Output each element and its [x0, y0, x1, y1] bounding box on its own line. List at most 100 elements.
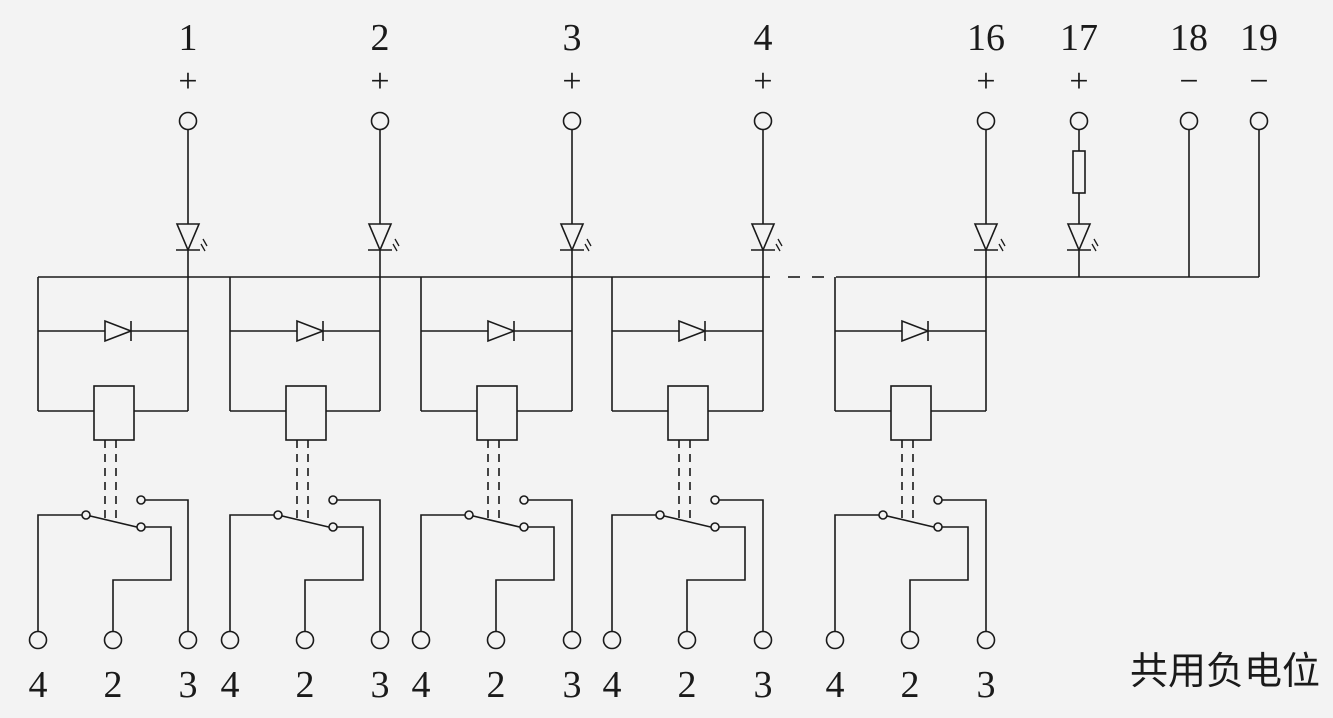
contact-wire-2 — [495, 526, 555, 640]
switch-pivot — [273, 510, 283, 520]
polarity-label: + — [562, 63, 581, 100]
bottom-terminal-circle — [295, 630, 315, 650]
terminal-number-label: 16 — [967, 17, 1005, 59]
led-ray — [1000, 238, 1006, 247]
contact-number-label: 4 — [826, 664, 845, 706]
switch-pivot — [878, 510, 888, 520]
switch-blade — [468, 514, 529, 530]
top-terminal-17: 17 + — [1060, 17, 1099, 277]
bottom-terminal-circle — [486, 630, 506, 650]
led-ray — [777, 238, 783, 247]
contact-closed — [328, 522, 338, 532]
led-triangle — [559, 223, 585, 253]
caption-common-negative: 共用负电位 — [1130, 649, 1320, 693]
contact-wire-4 — [611, 514, 660, 640]
bottom-terminal-circle — [103, 630, 123, 650]
led-ray — [775, 243, 781, 252]
led-ray — [1093, 238, 1099, 247]
top-terminal-1: 1+ — [175, 17, 208, 411]
led-icon — [750, 223, 783, 253]
led-triangle — [1066, 223, 1092, 253]
contact-open — [136, 495, 146, 505]
led-icon — [367, 223, 400, 253]
terminal-circle — [1249, 111, 1269, 131]
contact-closed — [519, 522, 529, 532]
contact-closed — [710, 522, 720, 532]
terminal-circle — [1069, 111, 1089, 131]
contact-number-label: 2 — [487, 664, 506, 706]
top-terminals: 1+2+3+4+16+17+18−19− — [175, 17, 1278, 411]
relay-coil — [890, 385, 932, 441]
bottom-terminal-circle — [28, 630, 48, 650]
bottom-terminal-circle — [220, 630, 240, 650]
contact-wire-4 — [37, 514, 86, 640]
contact-closed — [136, 522, 146, 532]
terminal-circle — [562, 111, 582, 131]
contact-open — [710, 495, 720, 505]
top-terminal-18: 18 − — [1170, 17, 1208, 277]
polarity-label: + — [753, 63, 772, 100]
contact-wire-2 — [112, 526, 172, 640]
contact-number-label: 3 — [179, 664, 198, 706]
bottom-terminal-circle — [677, 630, 697, 650]
contact-wire-3 — [333, 499, 381, 640]
led-ray — [1091, 243, 1097, 252]
led-ray — [586, 238, 592, 247]
led-icon — [973, 223, 1006, 253]
relay-coil — [93, 385, 135, 441]
diode-icon — [296, 319, 326, 343]
bottom-terminal-circle — [411, 630, 431, 650]
contact-number-label: 4 — [603, 664, 622, 706]
switch-blade — [85, 514, 146, 530]
switch-pivot — [464, 510, 474, 520]
led-icon — [175, 223, 208, 253]
led-triangle — [973, 223, 999, 253]
polarity-label: + — [370, 63, 389, 100]
relay-coil — [285, 385, 327, 441]
contact-number-label: 4 — [29, 664, 48, 706]
top-terminal-2: 2+ — [367, 17, 400, 411]
terminal-number-label: 19 — [1240, 17, 1278, 59]
contact-wire-4 — [229, 514, 278, 640]
contact-wire-2 — [909, 526, 969, 640]
top-terminal-4: 4+ — [750, 17, 783, 411]
top-terminal-16: 16 + — [967, 17, 1006, 411]
terminal-number-label: 3 — [563, 17, 582, 59]
contact-wire-3 — [524, 499, 573, 640]
led-triangle — [175, 223, 201, 253]
bottom-terminal-circle — [825, 630, 845, 650]
polarity-label: − — [1249, 63, 1268, 100]
terminal-number-label: 4 — [754, 17, 773, 59]
led-ray — [584, 243, 590, 252]
polarity-label: − — [1179, 63, 1198, 100]
contact-number-label: 2 — [678, 664, 697, 706]
polarity-label: + — [1069, 63, 1088, 100]
contact-number-label: 3 — [371, 664, 390, 706]
relay-module: 4 2 3 — [603, 277, 773, 706]
terminal-circle — [753, 111, 773, 131]
diode-icon — [678, 319, 708, 343]
terminal-circle — [178, 111, 198, 131]
terminal-number-label: 18 — [1170, 17, 1208, 59]
resistor-icon — [1072, 150, 1086, 194]
led-ray — [200, 243, 206, 252]
contact-number-label: 3 — [977, 664, 996, 706]
polarity-label: + — [976, 63, 995, 100]
diode-icon — [901, 319, 931, 343]
led-ray — [998, 243, 1004, 252]
diode-icon — [104, 319, 134, 343]
bottom-terminal-circle — [562, 630, 582, 650]
terminal-number-label: 17 — [1060, 17, 1098, 59]
switch-blade — [277, 514, 338, 530]
contact-number-label: 4 — [221, 664, 240, 706]
contact-number-label: 3 — [754, 664, 773, 706]
led-icon — [1066, 223, 1099, 253]
contact-number-label: 2 — [104, 664, 123, 706]
bottom-terminal-circle — [178, 630, 198, 650]
switch-blade — [659, 514, 720, 530]
led-ray — [392, 243, 398, 252]
contact-wire-3 — [715, 499, 764, 640]
terminal-circle — [370, 111, 390, 131]
